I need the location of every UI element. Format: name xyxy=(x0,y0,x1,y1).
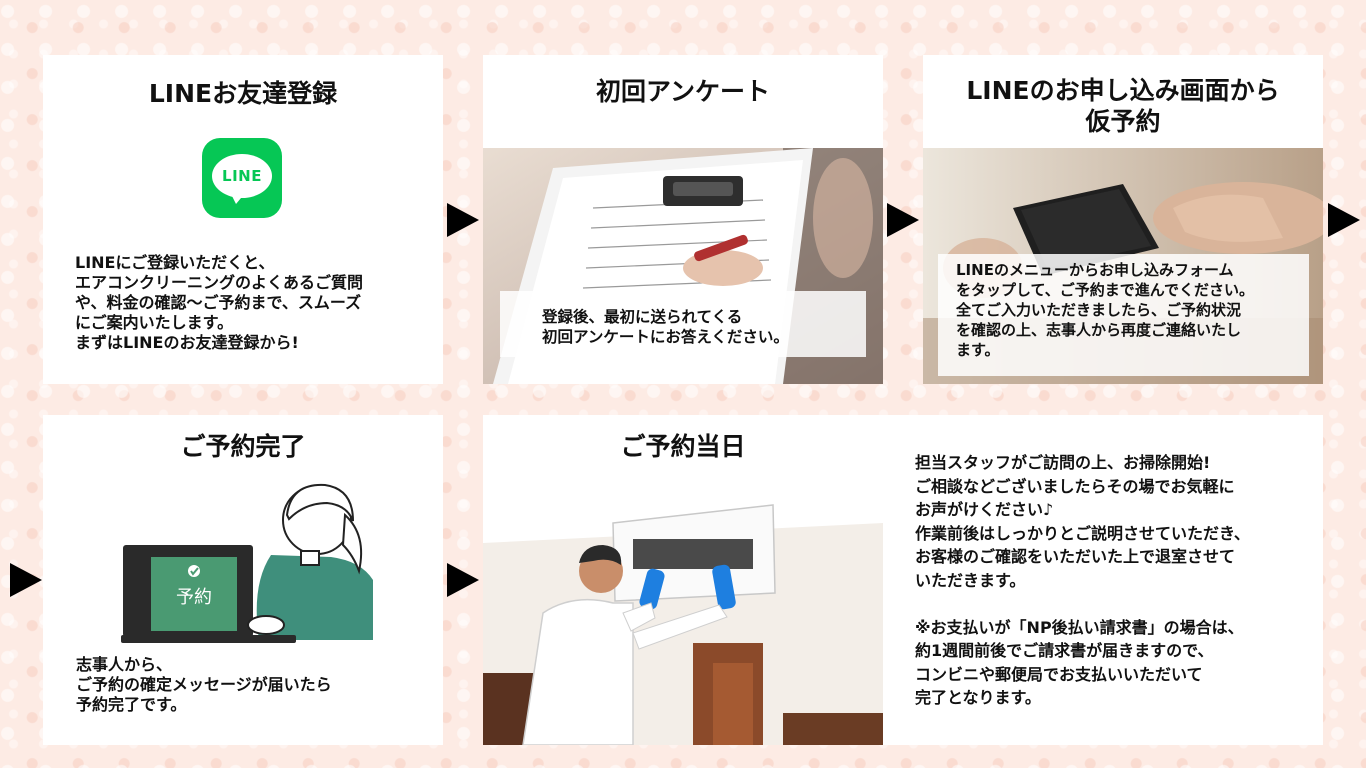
step-card-line-register: LINEお友達登録 LINE LINEにご登録いただくと、 エアコンクリーニング… xyxy=(43,55,443,384)
step-title: 初回アンケート xyxy=(595,77,770,106)
step-description: LINEにご登録いただくと、 エアコンクリーニングのよくあるご質問 や、料金の確… xyxy=(75,253,364,352)
step-title: LINEお友達登録 xyxy=(148,79,338,108)
step-card-reservation-day: ご予約当日 担当スタッフがご訪問の上、お掃除開始! ご相談などございましたらその… xyxy=(483,415,1323,745)
next-arrow-icon xyxy=(887,203,919,237)
step-card-line-application: LINEのお申し込み画面から 仮予約 LINEのメニューからお申し込みフォーム … xyxy=(923,55,1323,384)
step-description-overlay: 登録後、最初に送られてくる 初回アンケートにお答えください。 xyxy=(500,291,866,357)
woman-laptop-illustration: 予約 xyxy=(121,483,373,643)
step-description: 担当スタッフがご訪問の上、お掃除開始! ご相談などございましたらその場でお気軽に… xyxy=(915,453,1250,707)
next-arrow-icon xyxy=(447,563,479,597)
aircon-cleaning-photo xyxy=(483,483,883,745)
reservation-screen-text: 予約 xyxy=(176,587,212,608)
step-card-reservation-complete: ご予約完了 予約 志事人から、 ご予約の確定メッセージが届いたら 予約完了です。 xyxy=(43,415,443,745)
step-description-overlay: LINEのメニューからお申し込みフォーム をタップして、ご予約まで進んでください… xyxy=(938,254,1309,376)
line-logo-icon[interactable]: LINE xyxy=(202,138,282,218)
step-title: ご予約完了 xyxy=(180,432,306,461)
next-arrow-icon xyxy=(447,203,479,237)
line-logo-text: LINE xyxy=(222,167,262,185)
step-card-first-survey: 初回アンケート xyxy=(483,55,883,384)
step-title: ご予約当日 xyxy=(620,432,746,461)
step-description: 志事人から、 ご予約の確定メッセージが届いたら 予約完了です。 xyxy=(76,655,332,714)
next-arrow-icon xyxy=(10,563,42,597)
next-arrow-icon xyxy=(1328,203,1360,237)
step-title: LINEのお申し込み画面から 仮予約 xyxy=(966,76,1280,136)
cleaning-photo xyxy=(483,483,883,745)
